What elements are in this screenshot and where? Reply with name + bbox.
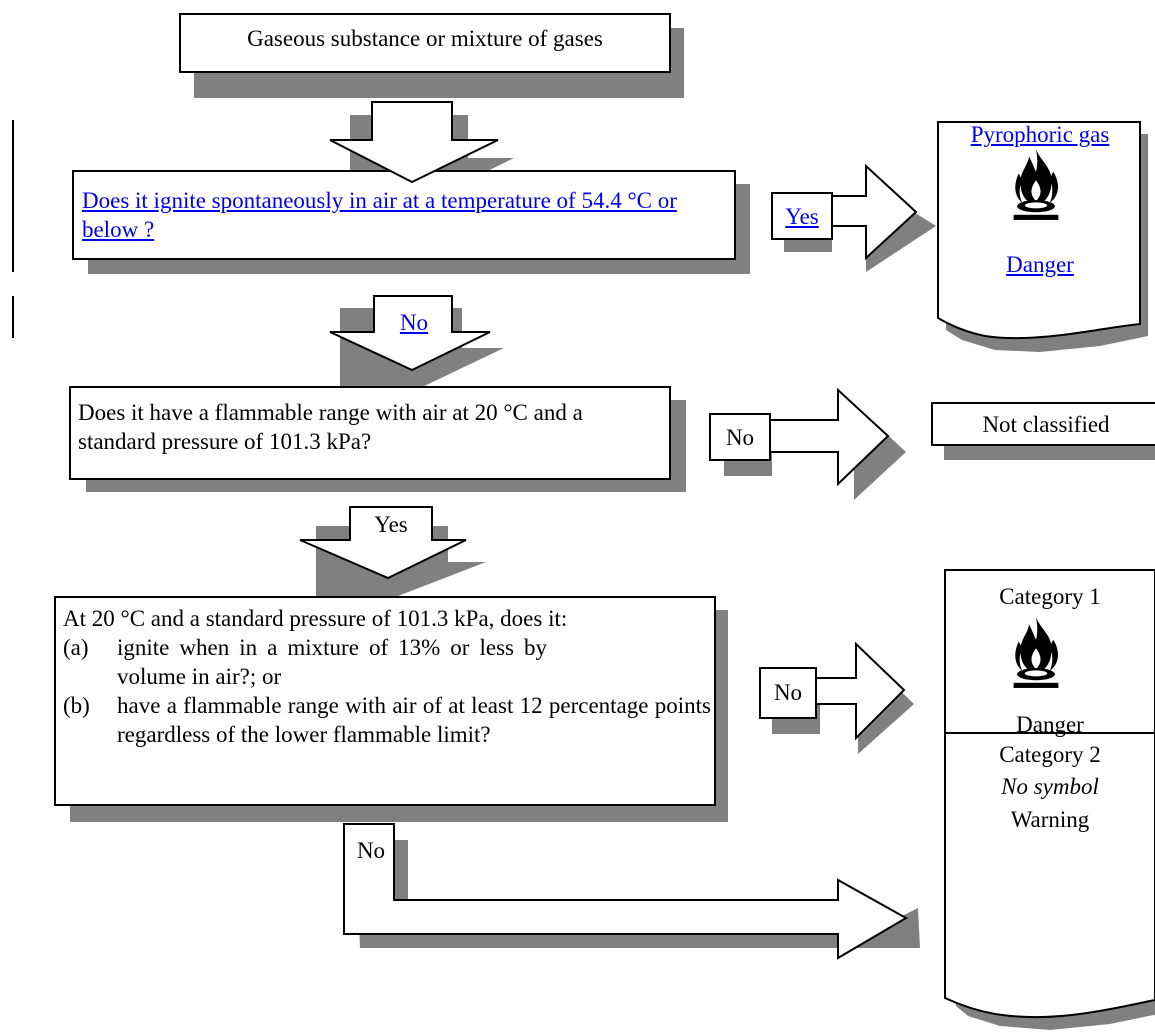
item-text: have a flammable range with air of at le…: [117, 693, 711, 747]
item-label: (b): [63, 693, 90, 718]
pyrophoric-title[interactable]: Pyrophoric gas: [970, 122, 1110, 147]
category1-title: Category 1: [999, 584, 1101, 609]
question2-box-frame: [69, 386, 671, 480]
not-classified-box-frame: [931, 402, 1155, 446]
question1-yes-label[interactable]: Yes: [785, 204, 819, 229]
right-arrow-3: [815, 641, 906, 741]
question3-no-label: No: [773, 680, 803, 705]
question1-no-label[interactable]: No: [399, 310, 429, 335]
down-arrow-3: [299, 506, 467, 580]
item-text: ignite when in a mixture of 13% or less …: [117, 635, 547, 689]
right-arrow-1: [831, 163, 918, 261]
question2-no-label: No: [725, 425, 755, 450]
question2-text: Does it have a flammable range with air …: [78, 400, 583, 454]
question3-box-frame: [54, 596, 716, 806]
pyrophoric-signal-word[interactable]: Danger: [1006, 252, 1074, 277]
category1-signal-word: Danger: [1016, 712, 1084, 737]
category2-result-frame: [944, 732, 1155, 1018]
category2-signal-word: Warning: [1010, 807, 1090, 832]
down-arrow-2: [329, 295, 491, 372]
bent-arrow: [343, 823, 909, 960]
question1-text[interactable]: Does it ignite spontaneously in air at a…: [82, 188, 677, 242]
pyrophoric-result-frame: [937, 121, 1141, 340]
yes-label-box-frame: [771, 192, 833, 240]
category2-symbol-note: No symbol: [1001, 774, 1099, 799]
question1-box-frame: [72, 170, 736, 260]
question3-intro: At 20 °C and a standard pressure of 101.…: [63, 606, 568, 631]
right-arrow-2: [769, 387, 890, 487]
question2-yes-label: Yes: [374, 512, 408, 537]
question3-item-a: (a) ignite when in a mixture of 13% or l…: [63, 633, 711, 691]
category2-title: Category 2: [999, 742, 1101, 767]
item-label: (a): [63, 635, 89, 660]
question3-item-b: (b) have a flammable range with air of a…: [63, 691, 711, 749]
down-arrow-1: [329, 101, 499, 184]
start-box-frame: [179, 13, 671, 73]
question3-down-label: No: [356, 838, 386, 863]
no-label-box-frame: [709, 413, 771, 461]
start-box: Gaseous substance or mixture of gases: [247, 26, 603, 51]
not-classified-text: Not classified: [982, 412, 1110, 437]
no-label-box-frame-3: [759, 667, 817, 719]
question3-box: At 20 °C and a standard pressure of 101.…: [63, 604, 711, 749]
